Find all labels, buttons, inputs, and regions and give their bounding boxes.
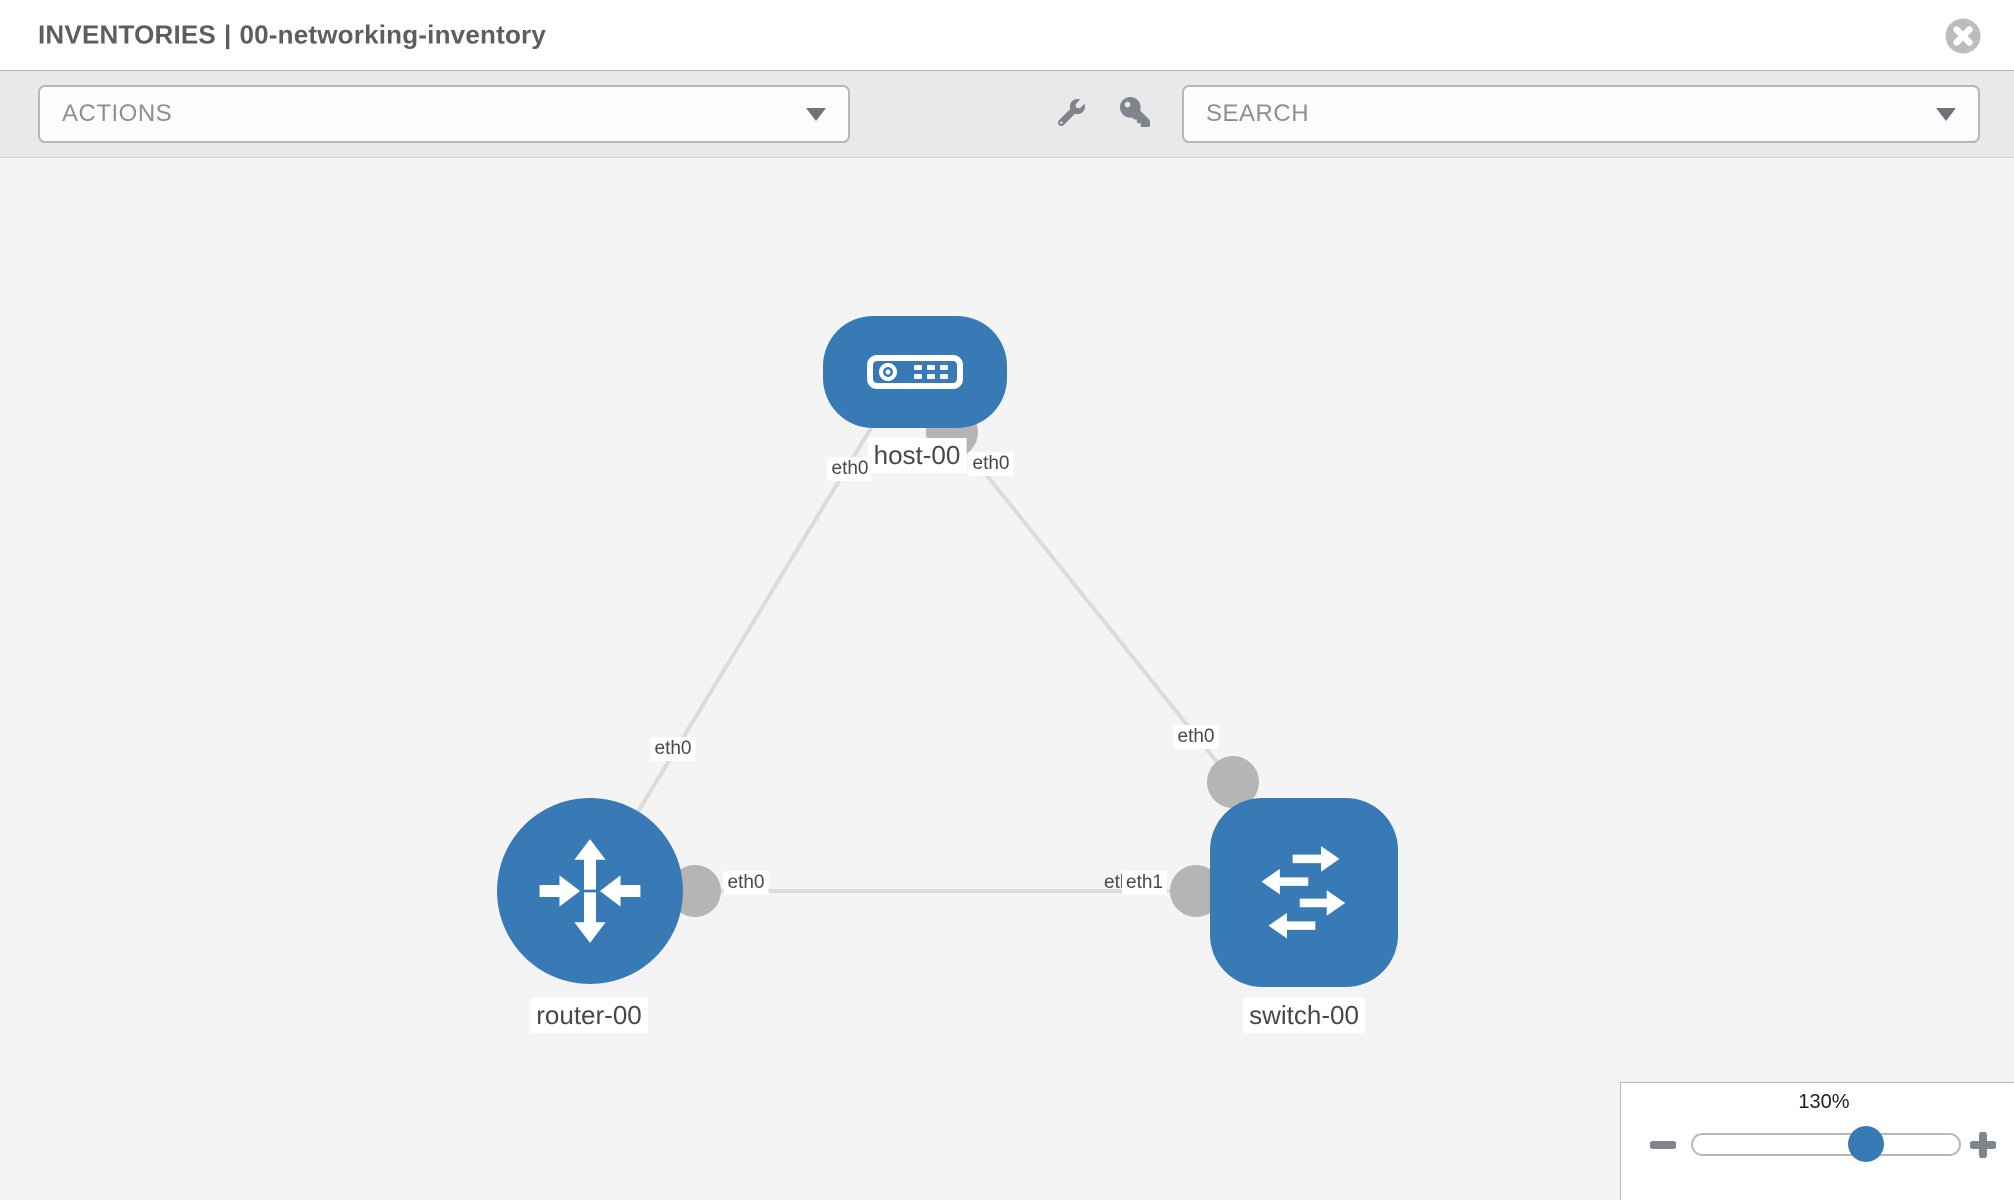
inventory-name: 00-networking-inventory bbox=[239, 19, 547, 50]
close-button[interactable] bbox=[1945, 18, 1981, 54]
toolbar: ACTIONS SEARCH bbox=[0, 70, 2014, 158]
zoom-in-button[interactable] bbox=[1969, 1131, 1997, 1161]
interface-label-router-eth0-right: eth0 bbox=[723, 871, 769, 895]
interface-label-switch-eth0-top: eth0 bbox=[1173, 725, 1219, 749]
actions-dropdown-label: ACTIONS bbox=[62, 100, 173, 127]
switch-icon bbox=[1261, 845, 1346, 938]
wrench-icon bbox=[1057, 99, 1085, 127]
search-dropdown[interactable]: SEARCH bbox=[1182, 85, 1980, 143]
configure-tools-button[interactable] bbox=[1057, 99, 1085, 129]
page-title: INVENTORIES|00-networking-inventory bbox=[38, 20, 554, 51]
zoom-level: 130% bbox=[1798, 1091, 1850, 1113]
node-switch-00[interactable] bbox=[1210, 798, 1398, 987]
minus-icon bbox=[1649, 1141, 1677, 1149]
node-router-00[interactable] bbox=[497, 798, 683, 984]
node-label-switch-00: switch-00 bbox=[1243, 998, 1365, 1033]
chevron-down-icon bbox=[1936, 107, 1956, 121]
host-icon bbox=[867, 355, 963, 389]
plus-icon bbox=[1969, 1131, 1997, 1159]
node-label-host-00: host-00 bbox=[867, 438, 967, 473]
search-dropdown-label: SEARCH bbox=[1206, 100, 1310, 127]
node-host-00[interactable] bbox=[823, 316, 1007, 428]
key-icon bbox=[1120, 97, 1150, 127]
breadcrumb-separator: | bbox=[223, 19, 232, 50]
close-icon bbox=[1945, 18, 1981, 54]
credentials-button[interactable] bbox=[1120, 97, 1150, 130]
interface-label-host-eth0-right: eth0 bbox=[968, 452, 1014, 476]
zoom-out-button[interactable] bbox=[1649, 1132, 1677, 1161]
interface-label-host-eth0-left: eth0 bbox=[827, 457, 873, 481]
header: INVENTORIES|00-networking-inventory bbox=[0, 0, 2014, 70]
breadcrumb-section: INVENTORIES bbox=[38, 19, 216, 50]
chevron-down-icon bbox=[806, 107, 826, 121]
actions-dropdown[interactable]: ACTIONS bbox=[38, 85, 850, 143]
zoom-slider-thumb[interactable] bbox=[1848, 1126, 1884, 1162]
zoom-slider-track[interactable] bbox=[1691, 1133, 1961, 1156]
zoom-panel: 130% bbox=[1620, 1082, 2014, 1200]
topology-canvas[interactable] bbox=[0, 159, 2014, 1200]
interface-label-switch-eth1: eth1 bbox=[1122, 871, 1167, 895]
node-label-router-00: router-00 bbox=[530, 998, 648, 1033]
router-icon bbox=[539, 839, 641, 943]
interface-label-router-eth0-top: eth0 bbox=[650, 737, 696, 761]
